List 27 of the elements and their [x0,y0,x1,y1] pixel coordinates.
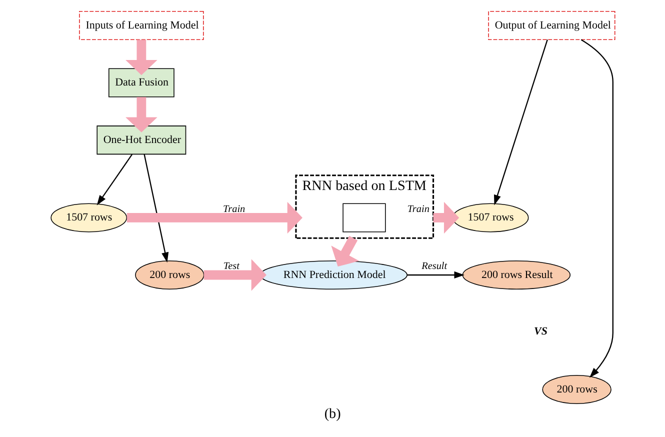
node-box: Output of Learning Model [488,11,615,40]
node-ellipse: 1507 rows [452,203,528,232]
edge-label: Train [222,204,245,215]
edge-label: Result [421,261,447,272]
arrow [125,97,157,132]
caption: (b) [324,406,340,422]
node-box: One-Hot Encoder [96,126,186,155]
edge-label: Test [222,261,239,272]
node-ellipse: 200 rows [134,260,204,290]
arrow [406,271,464,279]
arrow [494,40,548,206]
arrow [143,154,168,263]
node-ellipse: 1507 rows [50,203,127,232]
arrow [126,202,302,234]
arrow [125,40,157,76]
arrow [330,236,359,267]
arrow [203,259,266,291]
edge-label: Train [406,204,429,215]
node-ellipse: 200 rows Result [462,260,570,290]
arrow [96,154,132,206]
node-box: Inputs of Learning Model [78,11,204,40]
arrow [580,39,613,378]
node-box: Data Fusion [108,68,174,98]
label: VS [534,325,547,338]
node-ellipse: 200 rows [542,375,611,404]
node-box [342,203,386,232]
arrow [432,202,459,234]
